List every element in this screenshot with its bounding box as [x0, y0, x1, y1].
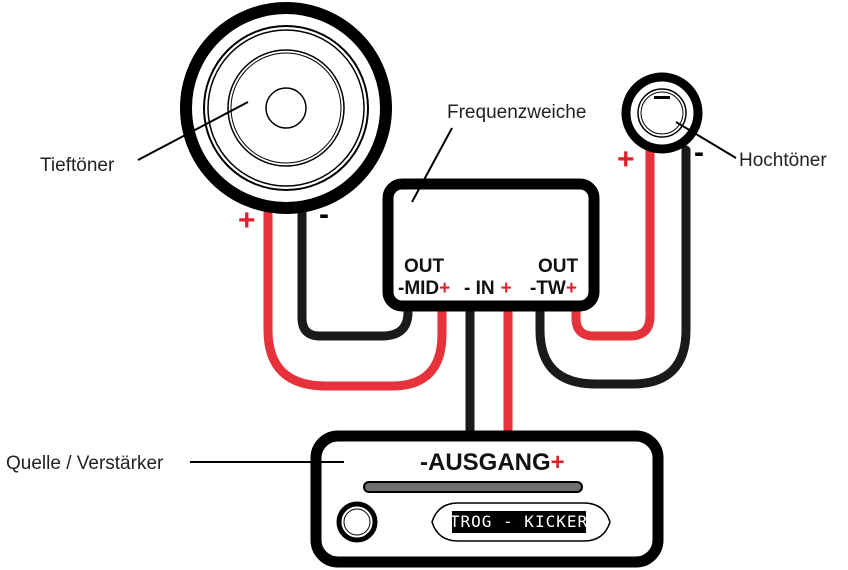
- woofer-minus-marker: -: [319, 198, 329, 231]
- wires: [263, 145, 691, 441]
- input-label: - IN+: [464, 278, 512, 299]
- display-panel: [431, 502, 611, 542]
- crossover-label: Frequenzweiche: [447, 102, 586, 123]
- tweeter-negative-wire: [535, 145, 691, 389]
- callout-lines: [137, 101, 737, 463]
- source-label: Quelle / Verstärker: [6, 453, 164, 474]
- woofer-negative-wire: [297, 205, 413, 341]
- cd-slot-icon: [363, 481, 583, 493]
- tweeter-positive-wire: [571, 145, 655, 341]
- woofer-speaker-icon: [180, 2, 392, 214]
- tweeter-minus-marker: -: [694, 136, 704, 169]
- crossover-box: [382, 178, 600, 312]
- tweeter-speaker-icon: [621, 72, 703, 154]
- crossover-callout-line: [411, 127, 453, 203]
- out-mid-top-label: OUT: [404, 256, 445, 277]
- tweeter-label: Hochtöner: [739, 150, 827, 171]
- out-mid-bottom-label: -MID+: [398, 278, 450, 299]
- display-text: TROG - KICKER: [450, 512, 588, 531]
- tweeter-plus-marker: +: [617, 143, 635, 176]
- out-tw-top-label: OUT: [538, 256, 579, 277]
- amplifier-output-label: -AUSGANG+: [420, 449, 565, 476]
- woofer-callout-line: [137, 101, 249, 161]
- woofer-label: Tieftöner: [40, 155, 115, 176]
- woofer-plus-marker: +: [238, 204, 256, 237]
- woofer-positive-wire: [263, 205, 447, 391]
- volume-knob-icon: [336, 501, 378, 543]
- tweeter-callout-line: [675, 121, 737, 159]
- out-tw-bottom-label: -TW+: [530, 278, 577, 299]
